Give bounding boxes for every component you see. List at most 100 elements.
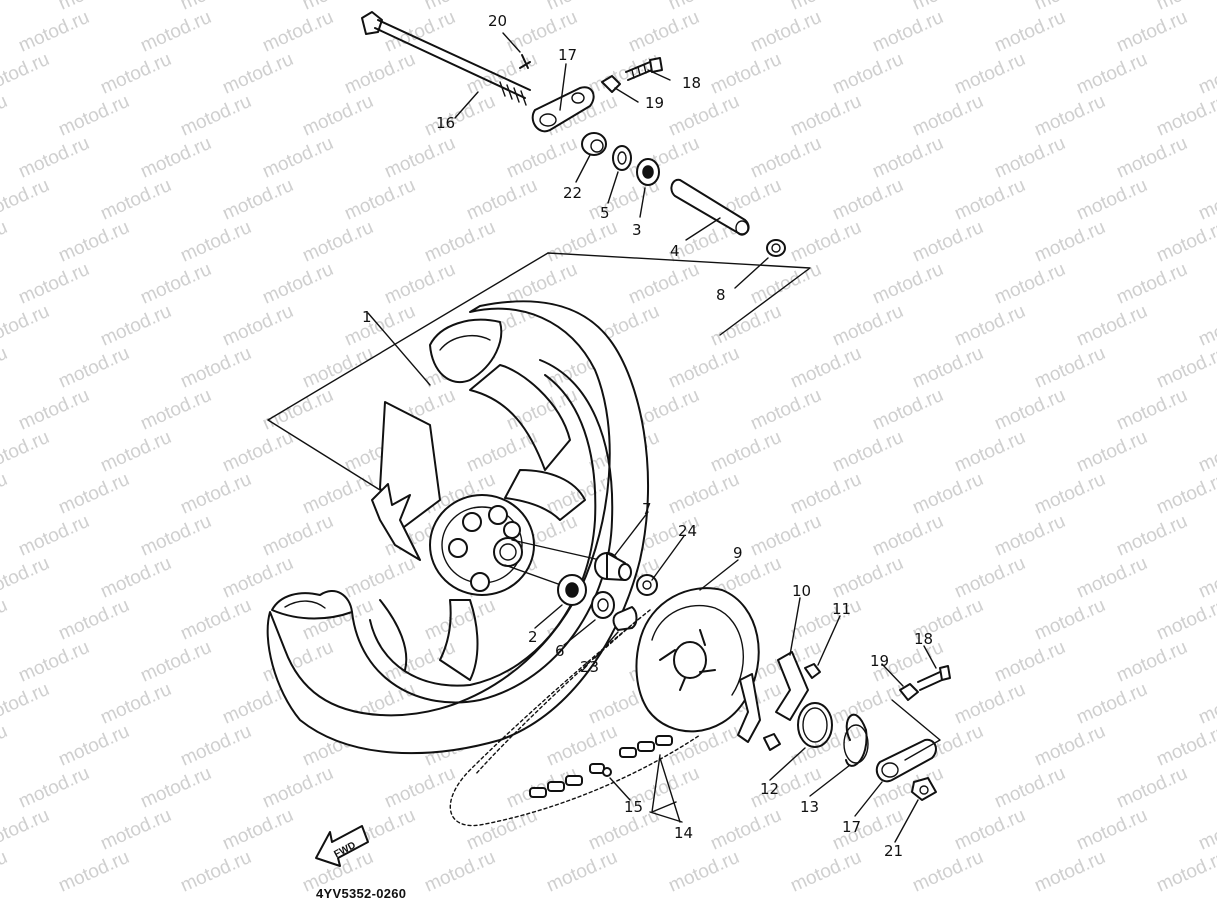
watermark-text: motod.ru <box>97 805 174 855</box>
watermark-text: motod.ru <box>1153 343 1217 393</box>
watermark-text: motod.ru <box>1113 259 1190 309</box>
callout-11: 11 <box>832 600 851 618</box>
watermark-text: motod.ru <box>55 469 132 519</box>
watermark-text: motod.ru <box>177 469 254 519</box>
watermark-text: motod.ru <box>1195 427 1217 477</box>
watermark-text: motod.ru <box>341 553 418 603</box>
callout-5: 5 <box>600 204 610 222</box>
watermark-text: motod.ru <box>747 511 824 561</box>
rear-wheel-drawing <box>266 300 649 755</box>
watermark-text: motod.ru <box>909 217 986 267</box>
watermark-text: motod.ru <box>1195 301 1217 351</box>
watermark-text: motod.ru <box>0 721 11 771</box>
watermark-text: motod.ru <box>1195 175 1217 225</box>
watermark-text: motod.ru <box>869 133 946 183</box>
watermark-text: motod.ru <box>1073 679 1150 729</box>
watermark-text: motod.ru <box>1073 49 1150 99</box>
sprocket-drawing <box>635 587 760 733</box>
watermark-text: motod.ru <box>299 91 376 141</box>
watermark-text: motod.ru <box>1031 217 1108 267</box>
watermark-text: motod.ru <box>951 175 1028 225</box>
callout-20: 21 <box>884 842 903 860</box>
watermark-text: motod.ru <box>665 0 742 15</box>
watermark-text: motod.ru <box>55 91 132 141</box>
callout-19-bottom: 19 <box>870 652 889 670</box>
watermark-text: motod.ru <box>665 343 742 393</box>
watermark-text: motod.ru <box>1073 805 1150 855</box>
watermark-text: motod.ru <box>15 7 92 57</box>
watermark-text: motod.ru <box>299 343 376 393</box>
watermark-text: motod.ru <box>421 217 498 267</box>
watermark-text: motod.ru <box>0 49 53 99</box>
watermark-text: motod.ru <box>1031 343 1108 393</box>
grouping-lines <box>267 252 811 491</box>
watermark-text: motod.ru <box>381 259 458 309</box>
watermark-text: motod.ru <box>1031 721 1108 771</box>
watermark-text: motod.ru <box>951 427 1028 477</box>
watermark-text: motod.ru <box>625 7 702 57</box>
watermark-text: motod.ru <box>869 511 946 561</box>
watermark-text: motod.ru <box>829 49 906 99</box>
callout-13: 13 <box>800 798 819 816</box>
watermark-text: motod.ru <box>909 343 986 393</box>
watermark-text: motod.ru <box>15 763 92 813</box>
watermark-text: motod.ru <box>219 553 296 603</box>
watermark-text: motod.ru <box>463 175 540 225</box>
watermark-text: motod.ru <box>1153 469 1217 519</box>
watermark-text: motod.ru <box>707 301 784 351</box>
upper-hub-parts-drawing <box>581 132 786 257</box>
watermark-text: motod.ru <box>991 259 1068 309</box>
watermark-text: motod.ru <box>381 133 458 183</box>
watermark-text: motod.ru <box>829 679 906 729</box>
watermark-text: motod.ru <box>421 0 498 15</box>
watermark-text: motod.ru <box>543 721 620 771</box>
watermark-text: motod.ru <box>15 385 92 435</box>
watermark-text: motod.ru <box>177 0 254 15</box>
watermark-text: motod.ru <box>259 511 336 561</box>
sprocket-fasteners-drawing <box>737 651 869 767</box>
drive-chain-drawing <box>449 609 701 827</box>
watermark-text: motod.ru <box>503 133 580 183</box>
watermark-text: motod.ru <box>909 0 986 15</box>
watermark-text: motod.ru <box>707 805 784 855</box>
watermark-text: motod.ru <box>787 847 864 897</box>
watermark-text: motod.ru <box>1031 469 1108 519</box>
watermark-text: motod.ru <box>585 49 662 99</box>
watermark-text: motod.ru <box>1195 49 1217 99</box>
watermark-text: motod.ru <box>97 301 174 351</box>
watermark-text: motod.ru <box>991 133 1068 183</box>
watermark-text: motod.ru <box>747 7 824 57</box>
watermark-text: motod.ru <box>219 175 296 225</box>
watermark-text: motod.ru <box>177 721 254 771</box>
watermark-text: motod.ru <box>0 0 11 15</box>
watermark-text: motod.ru <box>137 385 214 435</box>
watermark-text: motod.ru <box>15 511 92 561</box>
watermark-text: motod.ru <box>137 259 214 309</box>
callout-labels: 20 17 18 19 16 22 5 3 4 8 1 7 24 9 2 6 2… <box>362 12 933 860</box>
watermark-text: motod.ru <box>219 49 296 99</box>
watermark-text: motod.ru <box>829 175 906 225</box>
watermark-text: motod.ru <box>1153 0 1217 15</box>
watermark-text: motod.ru <box>219 805 296 855</box>
watermark-text: motod.ru <box>1113 7 1190 57</box>
watermark-text: motod.ru <box>787 0 864 15</box>
watermark-text: motod.ru <box>177 847 254 897</box>
watermark-text: motod.ru <box>747 385 824 435</box>
leader-lines <box>367 32 937 843</box>
callout-7: 7 <box>642 500 652 518</box>
watermark-text: motod.ru <box>543 0 620 15</box>
watermark-text: motod.ru <box>55 343 132 393</box>
watermark-text: motod.ru <box>421 91 498 141</box>
watermark-text: motod.ru <box>1113 637 1190 687</box>
callout-14: 14 <box>674 824 693 842</box>
watermark-text: motod.ru <box>829 553 906 603</box>
watermark-text: motod.ru <box>665 469 742 519</box>
watermark-text: motod.ru <box>951 49 1028 99</box>
watermark-text: motod.ru <box>177 595 254 645</box>
watermark-text: motod.ru <box>829 427 906 477</box>
watermark-text: motod.ru <box>421 847 498 897</box>
callout-12: 12 <box>760 780 779 798</box>
watermark-text: motod.ru <box>1195 679 1217 729</box>
watermark-text: motod.ru <box>869 385 946 435</box>
